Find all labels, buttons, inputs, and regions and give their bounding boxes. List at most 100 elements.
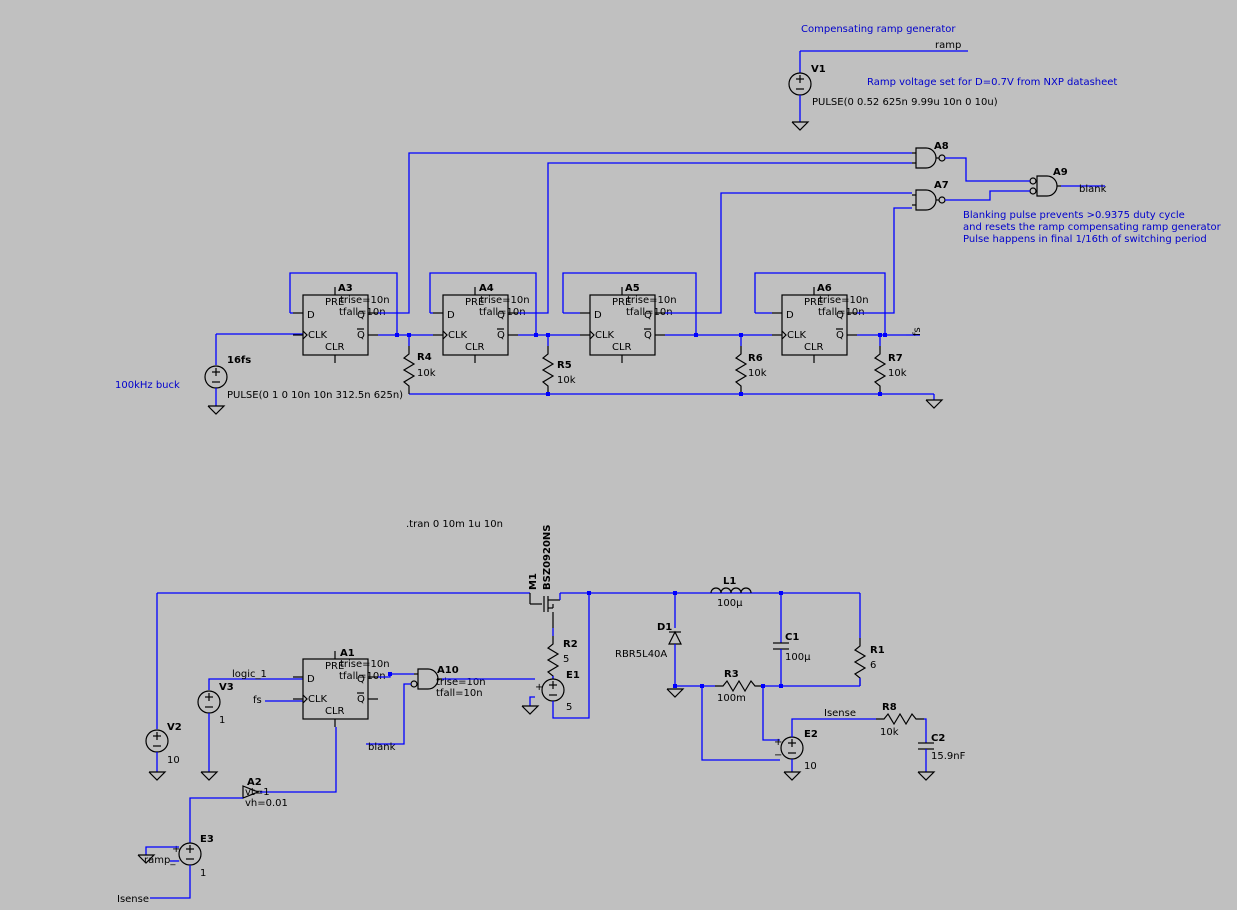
a4-tfall: tfall=10n <box>479 307 526 318</box>
a4-pin-pre: PRE <box>465 297 484 308</box>
a10-trise: trise=10n <box>436 677 486 688</box>
comment-buck: 100kHz buck <box>115 380 180 391</box>
resistor-r4[interactable] <box>403 345 415 395</box>
r6-value[interactable]: 10k <box>748 368 767 379</box>
e2-minus: − <box>774 750 782 761</box>
resistor-r7[interactable] <box>874 345 886 395</box>
comment-ramp-title: Compensating ramp generator <box>801 24 956 35</box>
net-label-blank-in[interactable]: blank <box>368 742 396 753</box>
controlled-source-e1[interactable] <box>541 678 565 702</box>
net-label-ramp[interactable]: ramp <box>935 40 961 51</box>
a6-pin-clr: CLR <box>804 342 824 353</box>
r3-value[interactable]: 100m <box>717 693 746 704</box>
m1-name: M1 <box>528 573 539 590</box>
voltage-source-v1[interactable] <box>788 72 812 96</box>
spice-directive[interactable]: .tran 0 10m 1u 10n <box>406 519 503 530</box>
a3-pin-d: D <box>307 310 315 321</box>
c2-value[interactable]: 15.9nF <box>931 751 966 762</box>
src16-value[interactable]: PULSE(0 1 0 10n 10n 312.5n 625n) <box>227 390 403 401</box>
e2-value[interactable]: 10 <box>804 761 817 772</box>
a2-name: A2 <box>247 777 262 788</box>
net-label-isense-in[interactable]: Isense <box>117 894 149 905</box>
voltage-source-16fs[interactable] <box>204 365 228 389</box>
a5-pin-clr: CLR <box>612 342 632 353</box>
diode-d1[interactable] <box>668 630 682 645</box>
power-stage: M1 BSZ0920NS R2 5 E1 5 + L1 100µ D1 <box>157 525 966 781</box>
resistor-r6[interactable] <box>735 345 747 395</box>
a4-name: A4 <box>479 283 494 294</box>
a4-trise: trise=10n <box>480 295 530 306</box>
a1-pin-q: Q <box>357 674 365 685</box>
v2-value[interactable]: 10 <box>167 755 180 766</box>
ramp-generator: Compensating ramp generator ramp V1 PULS… <box>788 24 1117 131</box>
net-label-fs-in[interactable]: fs <box>253 695 262 706</box>
r8-name: R8 <box>882 702 897 713</box>
a5-pin-clk: CLK <box>595 330 615 341</box>
src16-name: 16fs <box>227 355 251 366</box>
e1-name: E1 <box>566 670 580 681</box>
e3-value[interactable]: 1 <box>200 868 206 879</box>
a4-pin-qbar: Q <box>497 330 505 341</box>
mosfet-m1[interactable] <box>529 593 560 628</box>
a10-name: A10 <box>437 665 459 676</box>
r2-value[interactable]: 5 <box>563 654 569 665</box>
v3-value[interactable]: 1 <box>219 715 225 726</box>
inductor-l1[interactable] <box>710 587 752 594</box>
a1-pin-pre: PRE <box>325 661 344 672</box>
v3-name: V3 <box>219 682 234 693</box>
d1-value[interactable]: RBR5L40A <box>615 649 667 660</box>
r2-name: R2 <box>563 639 578 650</box>
net-label-isense[interactable]: Isense <box>824 708 856 719</box>
controlled-source-e3[interactable] <box>178 842 202 866</box>
a4-pin-clr: CLR <box>465 342 485 353</box>
l1-value[interactable]: 100µ <box>717 598 743 609</box>
a6-pin-d: D <box>786 310 794 321</box>
a2-vh: vh=0.01 <box>245 798 288 809</box>
e3-name: E3 <box>200 834 214 845</box>
r4-value[interactable]: 10k <box>417 368 436 379</box>
a3-pin-qbar: Q <box>357 330 365 341</box>
and-gate-a9[interactable] <box>1032 175 1062 197</box>
resistor-r3[interactable] <box>714 680 764 692</box>
net-label-blank-out[interactable]: blank <box>1079 184 1107 195</box>
e2-name: E2 <box>804 729 818 740</box>
net-label-fs[interactable]: fs <box>912 327 923 336</box>
r1-value[interactable]: 6 <box>870 660 876 671</box>
a1-trise: trise=10n <box>340 659 390 670</box>
a1-tfall: tfall=10n <box>339 671 386 682</box>
and-gate-a7[interactable] <box>911 189 941 211</box>
e1-value[interactable]: 5 <box>566 702 572 713</box>
controlled-source-e2[interactable] <box>780 736 804 760</box>
voltage-source-v3[interactable] <box>197 690 221 714</box>
r3-name: R3 <box>724 669 739 680</box>
resistor-r5[interactable] <box>542 345 554 395</box>
r7-value[interactable]: 10k <box>888 368 907 379</box>
a6-pin-q: Q <box>836 310 844 321</box>
a1-pin-d: D <box>307 674 315 685</box>
c1-name: C1 <box>785 632 799 643</box>
r5-value[interactable]: 10k <box>557 375 576 386</box>
blanking-logic: A8 A7 A9 blank Blanking pulse prevents >… <box>911 141 1222 245</box>
a6-name: A6 <box>817 283 832 294</box>
comparator-a2[interactable] <box>242 785 260 799</box>
voltage-source-v2[interactable] <box>145 729 169 753</box>
net-label-ramp-in[interactable]: ramp_ <box>144 855 176 866</box>
a10-tfall: tfall=10n <box>436 688 483 699</box>
m1-value[interactable]: BSZ0920NS <box>542 525 553 590</box>
c2-name: C2 <box>931 733 945 744</box>
v1-name: V1 <box>811 64 826 75</box>
a1-name: A1 <box>340 648 355 659</box>
a4-pin-d: D <box>447 310 455 321</box>
v1-value[interactable]: PULSE(0 0.52 625n 9.99u 10n 0 10u) <box>812 97 998 108</box>
a3-pin-pre: PRE <box>325 297 344 308</box>
capacitor-c1[interactable] <box>773 642 789 650</box>
resistor-r8[interactable] <box>875 713 925 725</box>
e3-plus: + <box>172 844 180 855</box>
c1-value[interactable]: 100µ <box>785 652 811 663</box>
net-label-logic1[interactable]: logic_1 <box>232 669 267 680</box>
l1-name: L1 <box>723 576 736 587</box>
r8-value[interactable]: 10k <box>880 727 899 738</box>
a6-pin-qbar: Q <box>836 330 844 341</box>
a7-name: A7 <box>934 180 949 191</box>
